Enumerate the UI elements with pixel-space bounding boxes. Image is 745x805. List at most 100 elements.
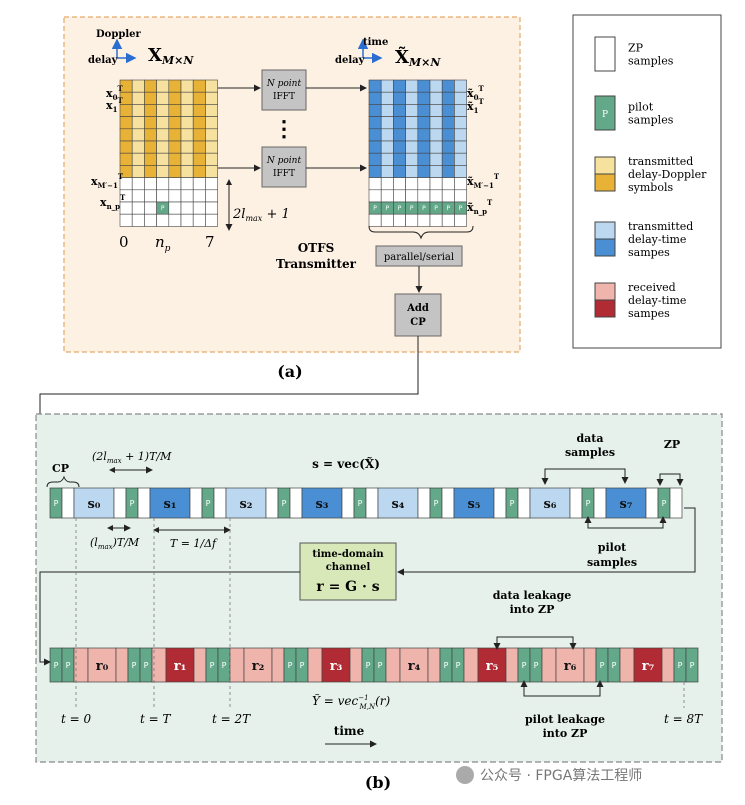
grid-cell: [441, 79, 455, 93]
sample-label: s₄: [391, 497, 404, 512]
rx-edge: [463, 647, 479, 683]
grid-cell: [405, 91, 419, 105]
grid-cell: [417, 152, 431, 166]
grid-cell: [441, 152, 455, 166]
sample-label: s₂: [239, 497, 252, 512]
data-samples-line2: samples: [565, 446, 615, 459]
pilot-cell-glyph: P: [434, 205, 438, 212]
matrix-x-title: XM×N: [148, 45, 194, 67]
parallel-serial-label: parallel/serial: [384, 252, 454, 263]
caption-b: (b): [365, 773, 391, 792]
sample-label: r₃: [330, 659, 343, 674]
pilot-sample-glyph: P: [662, 499, 667, 508]
sample-label: r₂: [252, 659, 265, 674]
grid-cell: [119, 140, 133, 154]
grid-cell: [168, 213, 182, 227]
grid-cell: [180, 140, 194, 154]
grid-cell: [144, 79, 157, 93]
grid-cell: [131, 91, 145, 105]
caption-a: (a): [277, 362, 303, 381]
grid-cell: [119, 152, 133, 166]
pilot-sample-glyph: P: [282, 499, 287, 508]
grid-cell: [429, 140, 443, 154]
legend-label: samples: [628, 114, 674, 127]
grid-cell: [205, 213, 218, 227]
grid-cell: [405, 104, 419, 117]
rx-data-sample: [477, 647, 507, 683]
rx-edge: [271, 647, 285, 683]
zp-sample: [113, 487, 127, 519]
grid-cell: [180, 213, 194, 227]
grid-cell: [368, 79, 382, 93]
grid-cell: [131, 128, 145, 142]
legend-items: ZPsamplesPpilotsamplestransmitteddelay-D…: [594, 36, 707, 320]
grid-cell: [205, 140, 218, 154]
ifft-box-bottom: [261, 146, 307, 188]
zp-sample: [517, 487, 531, 519]
grid-cell: [131, 165, 145, 178]
grid-cell: [205, 128, 218, 142]
grid-cell: [168, 140, 182, 154]
grid-cell: [192, 189, 206, 203]
grid-cell: [417, 128, 431, 142]
grid-cell: [192, 177, 206, 191]
legend-pilot-glyph: P: [602, 110, 608, 120]
grid-cell: [144, 165, 157, 178]
pilot-sample-glyph: P: [678, 661, 683, 670]
legend-label: sampes: [628, 307, 670, 320]
rx-data-sample: [321, 647, 351, 683]
grid-cell: [205, 201, 218, 215]
otfs-tx-line1: OTFS: [298, 241, 335, 255]
grid-cell: [417, 116, 431, 130]
grid-cell: [180, 116, 194, 130]
grid-cell: [156, 165, 170, 178]
grid-cell: [441, 104, 455, 117]
grid-cell: [131, 189, 145, 203]
grid-cell: [180, 201, 194, 215]
pilot-sample-glyph: P: [444, 661, 449, 670]
delay-doppler-grid: P: [119, 79, 218, 227]
legend-label: transmitted: [628, 220, 693, 233]
grid-cell: [393, 104, 406, 117]
grid-cell: [144, 201, 157, 215]
data-leak-line2: into ZP: [510, 603, 555, 616]
pilot-samples-line2: samples: [587, 556, 637, 569]
grid-cell: [368, 189, 382, 203]
sample-label: s₅: [467, 497, 480, 512]
pilot-sample-glyph: P: [600, 661, 605, 670]
grid-cell: [192, 140, 206, 154]
grid-cell: [205, 177, 218, 191]
grid-cell: [393, 140, 406, 154]
grid-cell: [380, 116, 394, 130]
sample-label: s₃: [315, 497, 328, 512]
pilot-sample-glyph: P: [510, 499, 515, 508]
grid-cell: [441, 116, 455, 130]
grid-cell: [192, 116, 206, 130]
grid-cell: [156, 116, 170, 130]
grid-cell: [156, 91, 170, 105]
grid-cell: [192, 104, 206, 117]
grid-cell: [119, 213, 133, 227]
col-label-0: 0: [119, 233, 129, 251]
pilot-sample-glyph: P: [366, 661, 371, 670]
cp-label: CP: [52, 462, 69, 475]
grid-cell: [156, 189, 170, 203]
data-sample: [605, 487, 647, 519]
grid-cell: [192, 91, 206, 105]
grid-cell: [205, 165, 218, 178]
time-ticks: [75, 518, 685, 708]
zp-sample: [669, 487, 683, 519]
legend-label: transmitted: [628, 155, 693, 168]
channel-line1: time-domain: [312, 549, 384, 560]
rx-edge: [541, 647, 557, 683]
grid-cell: [441, 213, 455, 227]
grid-cell: [405, 177, 419, 191]
ifft-top-line2: IFFT: [273, 92, 295, 102]
grid-cell: [429, 79, 443, 93]
grid-cell: [368, 91, 382, 105]
grid-cell: [454, 79, 467, 93]
grid-cell: [144, 104, 157, 117]
grid-cell: [441, 91, 455, 105]
